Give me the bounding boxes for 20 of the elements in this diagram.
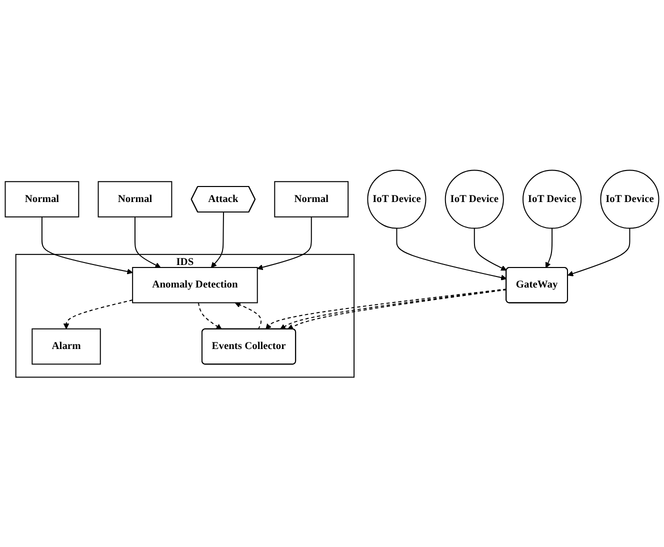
arrow (134, 216, 161, 268)
node-circle: IoT Device (522, 170, 582, 229)
arrow (41, 216, 133, 274)
arrow (198, 302, 222, 330)
arrow (257, 216, 312, 270)
node-circle: IoT Device (444, 170, 504, 229)
arrow (396, 228, 507, 280)
node-box: Normal (98, 180, 172, 218)
arrow (568, 228, 630, 276)
node-circle: IoT Device (600, 170, 660, 229)
arrow (63, 299, 134, 329)
arrow (545, 228, 553, 268)
node-box: Anomaly Detection (132, 266, 258, 304)
arrow (210, 212, 224, 268)
arrow (474, 228, 507, 270)
node-box: Alarm (32, 328, 101, 364)
node-circle: IoT Device (367, 170, 426, 229)
node-box: Normal (274, 180, 349, 218)
arrow (234, 302, 262, 330)
node-box: Normal (4, 180, 80, 218)
